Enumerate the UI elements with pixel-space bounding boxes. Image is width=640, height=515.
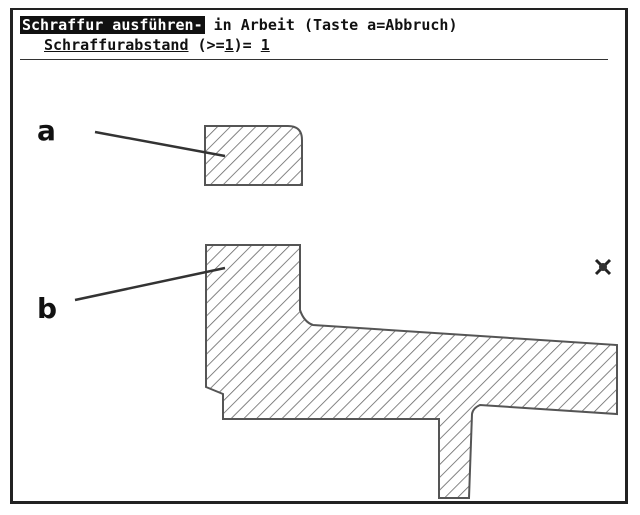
hatched-part-a[interactable] — [204, 125, 303, 186]
prompt-default: 1 — [224, 36, 234, 54]
active-command: Schraffur ausführen- — [20, 16, 205, 34]
prompt-input-value[interactable]: 1 — [260, 36, 270, 54]
prompt-hint: (>= — [188, 36, 225, 54]
status-line: Schraffur ausführen- in Arbeit (Taste a=… — [20, 16, 458, 34]
header-divider — [20, 59, 608, 60]
label-a: a — [37, 114, 56, 147]
screen-frame — [10, 8, 628, 504]
status-text: in Arbeit (Taste a=Abbruch) — [204, 16, 458, 34]
label-b: b — [37, 292, 57, 325]
hatched-part-b[interactable] — [205, 244, 618, 499]
prompt-label: Schraffurabstand — [44, 36, 189, 54]
prompt-hint-end: )= — [233, 36, 261, 54]
cursor-icon — [594, 258, 612, 276]
prompt-line[interactable]: Schraffurabstand (>=1)= 1 — [44, 36, 270, 54]
leader-line-a — [94, 130, 226, 158]
leader-line-b — [74, 266, 226, 302]
